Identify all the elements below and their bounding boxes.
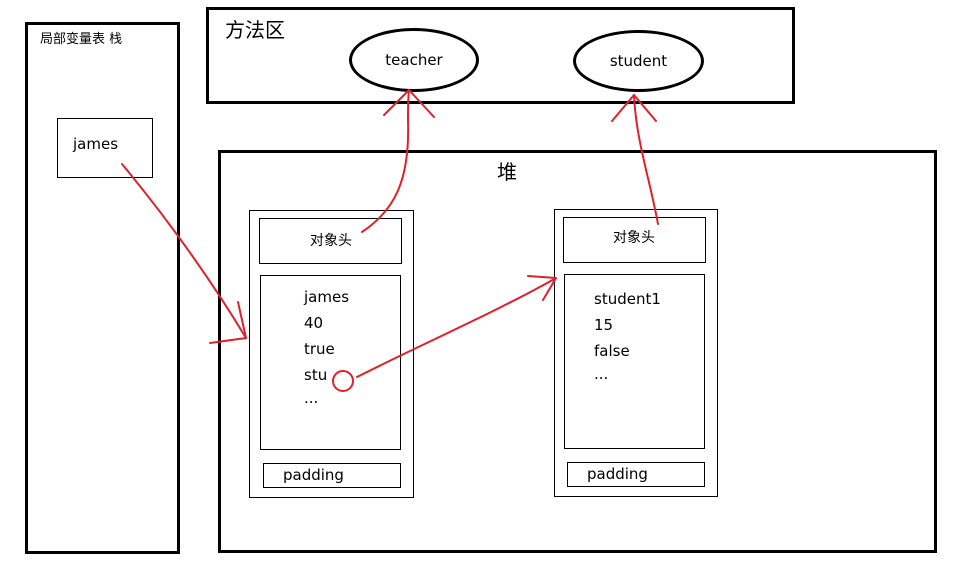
object-2-fields-box	[564, 274, 705, 449]
stack-title: 局部变量表 栈	[40, 32, 123, 47]
field: ...	[594, 365, 609, 383]
field: stu	[304, 366, 328, 384]
class-student: student	[573, 30, 704, 92]
object-2-fields: student1 15 false ...	[594, 286, 661, 384]
field: james	[304, 288, 350, 306]
field: student1	[594, 290, 661, 308]
stack-frame	[25, 22, 180, 554]
class-teacher: teacher	[349, 28, 479, 92]
stack-var-label: james	[73, 135, 119, 153]
object-1-padding	[263, 463, 401, 488]
field: 15	[594, 316, 614, 334]
heap-title: 堆	[497, 160, 517, 184]
object-2-padding-label: padding	[587, 465, 648, 483]
object-1-padding-label: padding	[283, 466, 344, 484]
object-1-header-label: 对象头	[310, 233, 352, 249]
object-2-header-label: 对象头	[613, 230, 655, 246]
object-2-padding	[567, 462, 705, 487]
stack-var-box	[57, 118, 153, 178]
method-area	[206, 7, 795, 104]
object-1-fields: james 40 true stu ...	[304, 284, 349, 408]
method-area-title: 方法区	[225, 18, 285, 42]
field: true	[304, 340, 335, 358]
field: ...	[304, 389, 319, 407]
field: 40	[304, 314, 324, 332]
field: false	[594, 342, 630, 360]
